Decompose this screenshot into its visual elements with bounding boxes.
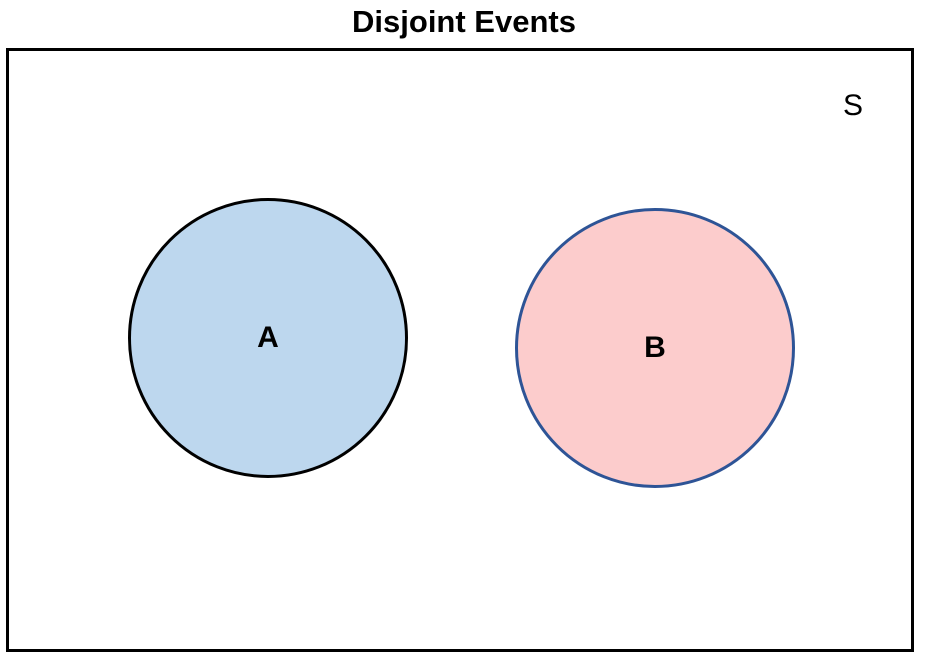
page-title: Disjoint Events: [352, 4, 576, 39]
sample-space-label: S: [843, 89, 864, 122]
set-circle-b: B: [515, 208, 795, 488]
set-label-b: B: [644, 331, 666, 364]
set-circle-a: A: [128, 198, 408, 478]
set-label-a: A: [257, 321, 279, 354]
